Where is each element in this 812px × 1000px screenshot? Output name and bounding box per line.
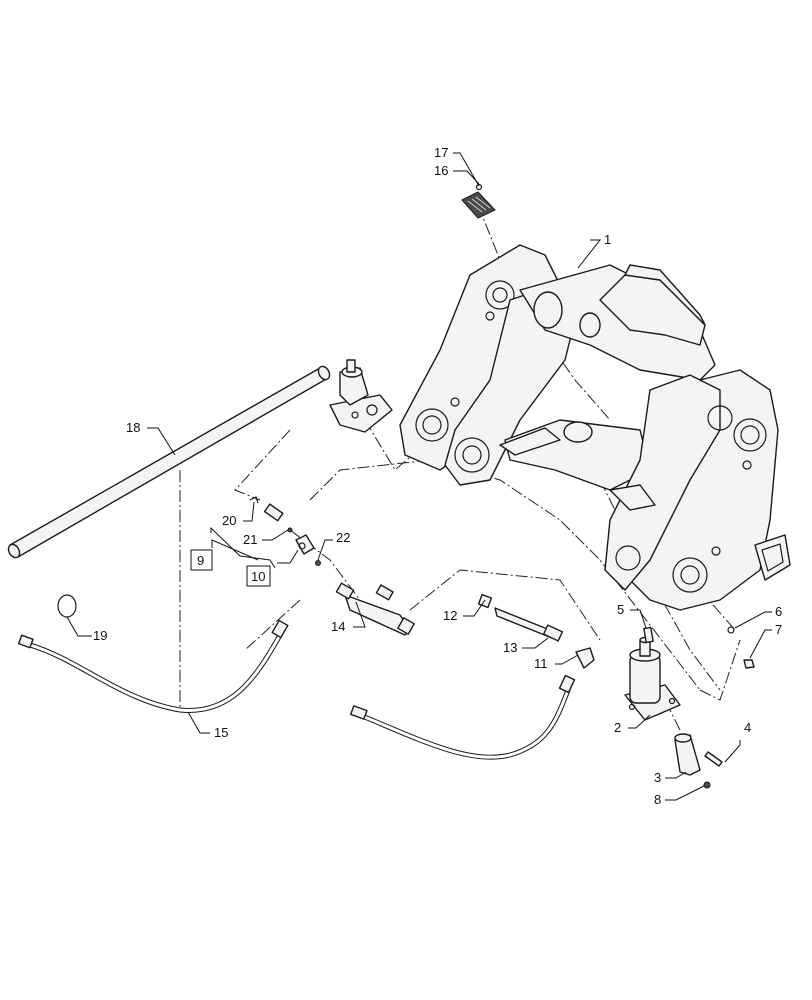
pin-part-3	[674, 733, 701, 776]
callout-7: 7	[775, 622, 782, 637]
callout-16: 16	[434, 163, 448, 178]
washer-part-6	[727, 626, 735, 634]
o-ring	[57, 594, 77, 618]
callout-11: 11	[534, 656, 548, 671]
hose-right	[350, 674, 576, 760]
callout-2: 2	[614, 720, 621, 735]
callout-21: 21	[243, 532, 257, 547]
callout-9: 9	[197, 553, 204, 568]
rivet	[475, 183, 483, 191]
callout-5: 5	[617, 602, 624, 617]
callout-1: 1	[604, 232, 611, 247]
bolt-part-5	[643, 626, 654, 644]
hose-assembly-14	[335, 582, 415, 636]
callout-22: 22	[336, 530, 350, 545]
leader-lines	[66, 152, 772, 801]
callout-box-10	[246, 565, 271, 587]
cylinder	[624, 636, 681, 721]
callout-3: 3	[654, 770, 661, 785]
callout-6: 6	[775, 604, 782, 619]
quick-coupler-frame	[399, 244, 791, 611]
callout-15: 15	[214, 725, 228, 740]
nut-part-7	[743, 659, 755, 669]
callout-4: 4	[744, 720, 751, 735]
callout-10: 10	[251, 569, 265, 584]
tube-assembly-13	[477, 593, 595, 669]
callout-14: 14	[331, 619, 345, 634]
callout-20: 20	[222, 513, 236, 528]
callout-box-9	[190, 549, 213, 571]
callout-13: 13	[503, 640, 517, 655]
nut-part-8	[703, 781, 711, 789]
valve-assembly	[329, 359, 393, 433]
callout-8: 8	[654, 792, 661, 807]
rod	[7, 365, 331, 559]
callout-19: 19	[93, 628, 107, 643]
pin-part-4	[704, 751, 723, 767]
callout-12: 12	[443, 608, 457, 623]
decal-plate	[461, 191, 496, 219]
callout-17: 17	[434, 145, 448, 160]
callout-18: 18	[126, 420, 140, 435]
hose-left	[17, 619, 289, 713]
